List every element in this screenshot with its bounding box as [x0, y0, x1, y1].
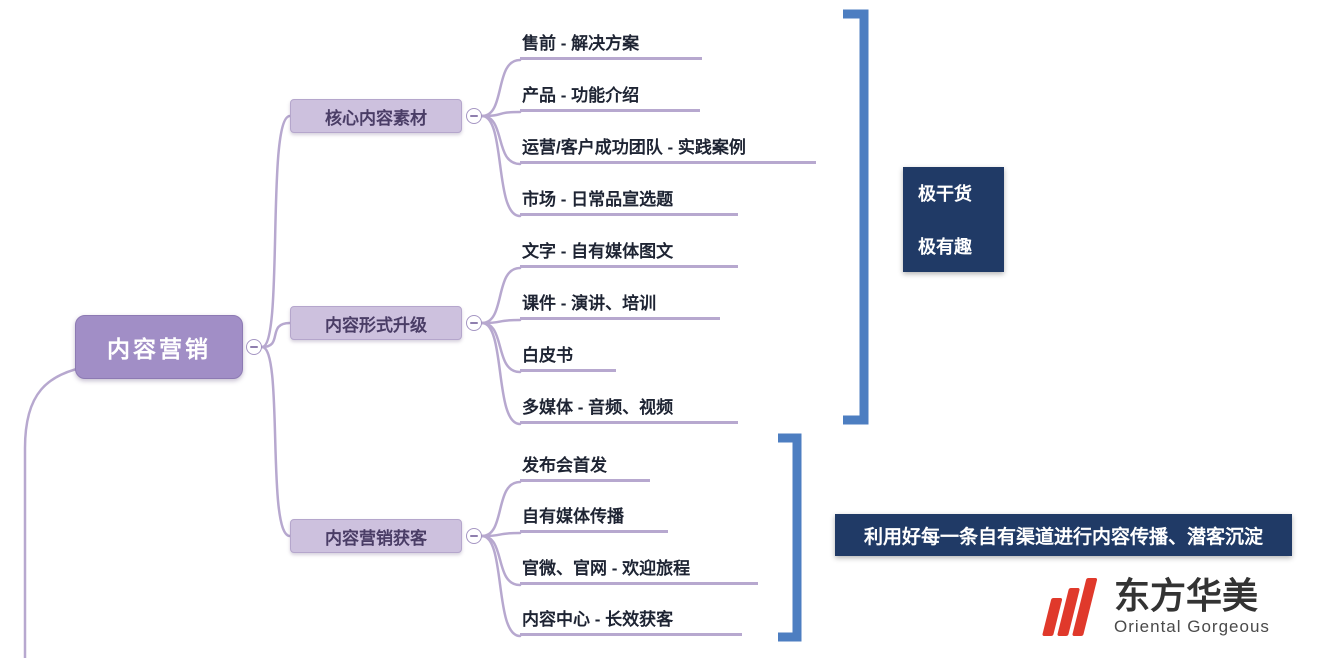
leaf-topic[interactable]: 官微、官网 - 欢迎旅程 — [520, 551, 758, 585]
branch-core-content[interactable]: 核心内容素材 — [290, 99, 462, 133]
branch-format-upgrade[interactable]: 内容形式升级 — [290, 306, 462, 340]
callout-channel-note[interactable]: 利用好每一条自有渠道进行内容传播、潜客沉淀 — [835, 514, 1292, 556]
minus-icon — [250, 346, 258, 348]
branch2-collapse-button[interactable] — [466, 315, 482, 331]
minus-icon — [470, 535, 478, 537]
leaf-label: 内容中心 - 长效获客 — [522, 610, 674, 629]
leaf-topic[interactable]: 白皮书 — [520, 338, 616, 372]
leaf-connector — [480, 58, 522, 118]
branch-connector — [260, 321, 292, 349]
minus-icon — [470, 322, 478, 324]
leaf-label: 文字 - 自有媒体图文 — [522, 242, 674, 261]
branch-connector — [260, 345, 292, 538]
leaf-label: 产品 - 功能介绍 — [522, 86, 640, 105]
leaf-connector — [480, 114, 522, 218]
leaf-topic[interactable]: 课件 - 演讲、培训 — [520, 286, 720, 320]
leaf-topic[interactable]: 内容中心 - 长效获客 — [520, 602, 742, 636]
brand-text-block: 东方华美 Oriental Gorgeous — [1114, 574, 1270, 638]
bracket-bottom — [778, 433, 802, 642]
leaf-topic[interactable]: 运营/客户成功团队 - 实践案例 — [520, 130, 816, 164]
brand-subtitle: Oriental Gorgeous — [1114, 617, 1270, 637]
leaf-topic[interactable]: 自有媒体传播 — [520, 499, 668, 533]
leaf-label: 多媒体 - 音频、视频 — [522, 398, 674, 417]
callout-line: 极有趣 — [918, 237, 972, 257]
bracket-top — [843, 9, 869, 425]
brand-logo-icon — [1042, 578, 1098, 636]
brand-name: 东方华美 — [1114, 574, 1259, 616]
branch-label: 核心内容素材 — [325, 108, 427, 128]
leaf-label: 市场 - 日常品宣选题 — [522, 190, 674, 209]
branch-connector — [260, 114, 292, 349]
leaf-topic[interactable]: 发布会首发 — [520, 448, 650, 482]
callout-line: 极干货 — [918, 184, 972, 204]
leaf-topic[interactable]: 市场 - 日常品宣选题 — [520, 182, 738, 216]
leaf-topic[interactable]: 文字 - 自有媒体图文 — [520, 234, 738, 268]
branch-label: 内容营销获客 — [325, 528, 427, 548]
callout-quality-note[interactable]: 极干货 极有趣 — [903, 167, 1004, 272]
leaf-connector — [480, 480, 522, 538]
branch-label: 内容形式升级 — [325, 315, 427, 335]
leaf-label: 课件 - 演讲、培训 — [522, 294, 657, 313]
brand-logo: 东方华美 Oriental Gorgeous — [1042, 576, 1270, 638]
leaf-connector — [480, 321, 522, 374]
minus-icon — [470, 115, 478, 117]
leaf-topic[interactable]: 产品 - 功能介绍 — [520, 78, 700, 112]
branch1-collapse-button[interactable] — [466, 108, 482, 124]
leaf-label: 白皮书 — [522, 346, 573, 365]
leaf-connector — [480, 114, 522, 166]
root-collapse-button[interactable] — [246, 339, 262, 355]
leaf-label: 官微、官网 - 欢迎旅程 — [522, 559, 691, 578]
leaf-connector — [480, 321, 522, 426]
root-topic-label: 内容营销 — [107, 336, 211, 362]
leaf-topic[interactable]: 多媒体 - 音频、视频 — [520, 390, 738, 424]
offscreen-branch-connector — [23, 364, 92, 658]
root-topic[interactable]: 内容营销 — [75, 315, 243, 379]
callout-line: 利用好每一条自有渠道进行内容传播、潜客沉淀 — [863, 526, 1263, 548]
leaf-topic[interactable]: 售前 - 解决方案 — [520, 26, 702, 60]
leaf-connector — [480, 534, 522, 587]
leaf-label: 运营/客户成功团队 - 实践案例 — [522, 138, 746, 157]
leaf-label: 发布会首发 — [522, 456, 607, 475]
branch3-collapse-button[interactable] — [466, 528, 482, 544]
leaf-connector — [480, 266, 522, 325]
leaf-label: 售前 - 解决方案 — [522, 34, 640, 53]
leaf-connector — [480, 534, 522, 638]
leaf-label: 自有媒体传播 — [522, 507, 624, 526]
branch-acquisition[interactable]: 内容营销获客 — [290, 519, 462, 553]
